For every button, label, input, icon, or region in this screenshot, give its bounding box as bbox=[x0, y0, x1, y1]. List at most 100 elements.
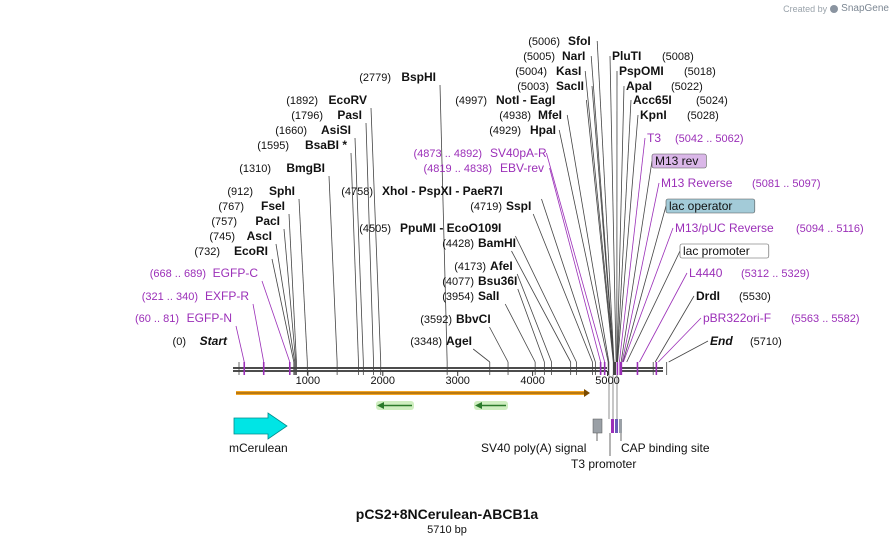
label-name: SphI bbox=[269, 184, 295, 198]
mcerulean-feature[interactable]: mCerulean bbox=[229, 412, 288, 455]
label-leader-line bbox=[532, 213, 593, 363]
label-position: (5312 .. 5329) bbox=[741, 268, 810, 280]
label-position: (5004) bbox=[515, 66, 547, 78]
site-pluti[interactable]: (5008)PluTI bbox=[609, 49, 694, 375]
label-name: End bbox=[710, 334, 733, 348]
site-ecorv[interactable]: (1892)EcoRV bbox=[286, 93, 382, 375]
site-sali[interactable]: (3954)SalI bbox=[442, 289, 536, 375]
label-name: PluTI bbox=[612, 49, 641, 63]
primer-ebv-rev[interactable]: (4819 .. 4838)EBV-rev bbox=[424, 161, 602, 375]
label-position: (1796) bbox=[291, 110, 323, 122]
m13-box[interactable] bbox=[615, 419, 618, 433]
site-xhoi-pspxi-paer7i[interactable]: (4758)XhoI - PspXI - PaeR7I bbox=[341, 184, 596, 375]
label-position: (1595) bbox=[257, 140, 289, 152]
primer-egfp-c[interactable]: (668 .. 689)EGFP-C bbox=[150, 266, 291, 375]
site-lac-operator[interactable]: lac operator bbox=[622, 198, 756, 363]
label-name: NotI - EagI bbox=[496, 93, 555, 107]
cap-binding-box[interactable] bbox=[619, 419, 622, 433]
ruler-tick-label: 2000 bbox=[371, 375, 395, 387]
label-leader-line bbox=[283, 228, 297, 363]
primer-egfp-n[interactable]: (60 .. 81)EGFP-N bbox=[135, 311, 246, 375]
label-position: (4819 .. 4838) bbox=[424, 163, 493, 175]
site-bamhi[interactable]: (4428)BamHI bbox=[442, 236, 572, 375]
site-bbvci[interactable]: (3592)BbvCI bbox=[420, 312, 509, 375]
label-name: NarI bbox=[562, 49, 585, 63]
t3-promoter-box[interactable] bbox=[611, 419, 614, 433]
site-bsphi[interactable]: (2779)BspHI bbox=[359, 70, 448, 375]
label-name: SfoI bbox=[568, 34, 591, 48]
label-name: SspI bbox=[506, 199, 531, 213]
feature-boxes: SV40 poly(A) signal CAP binding site T3 … bbox=[481, 375, 710, 471]
label-position: (912) bbox=[227, 186, 253, 198]
primer-pbr322ori-f[interactable]: (5563 .. 5582)pBR322ori-F bbox=[655, 311, 860, 375]
label-leader-line bbox=[275, 243, 296, 363]
label-leader-line bbox=[596, 40, 615, 363]
label-name: SV40pA-R bbox=[490, 146, 547, 160]
mcerulean-label: mCerulean bbox=[229, 441, 288, 455]
site-paci[interactable]: (757)PacI bbox=[211, 214, 297, 375]
label-name: MfeI bbox=[538, 108, 562, 122]
label-position: (1660) bbox=[275, 125, 307, 137]
small-arrow-1 bbox=[376, 401, 414, 410]
site-hpai[interactable]: (4929)HpaI bbox=[489, 123, 609, 375]
primer-m13-puc-reverse[interactable]: (5094 .. 5116)M13/pUC Reverse bbox=[620, 221, 864, 375]
primer-exfp-r[interactable]: (321 .. 340)EXFP-R bbox=[142, 289, 265, 375]
site-start[interactable]: (0)Start bbox=[173, 334, 240, 375]
label-position: (4873 .. 4892) bbox=[414, 148, 483, 160]
site-bsabi[interactable]: (1595)BsaBI * bbox=[257, 138, 359, 375]
site-afei[interactable]: (4173)AfeI bbox=[454, 259, 552, 375]
site-fsei[interactable]: (767)FseI bbox=[218, 199, 297, 375]
label-position: (767) bbox=[218, 201, 244, 213]
primer-sv40pa-r[interactable]: (4873 .. 4892) SV40pA-R bbox=[414, 146, 606, 375]
sequence-backbone bbox=[233, 367, 663, 372]
label-leader-line bbox=[621, 182, 660, 363]
label-position: (5024) bbox=[696, 95, 728, 107]
label-leader-line bbox=[511, 250, 572, 363]
label-leader-line bbox=[549, 167, 602, 363]
label-name: AscI bbox=[247, 229, 272, 243]
label-position: (4938) bbox=[499, 110, 531, 122]
site-apai[interactable]: (5022)ApaI bbox=[614, 79, 703, 375]
site-m13-rev[interactable]: M13 rev bbox=[620, 153, 707, 363]
primer-t3[interactable]: (5042 .. 5062)T3 bbox=[616, 131, 744, 375]
label-position: (4173) bbox=[454, 261, 486, 273]
small-arrow-2-head bbox=[475, 402, 482, 409]
label-box bbox=[665, 198, 756, 214]
site-mfei[interactable]: (4938) MfeI bbox=[499, 108, 610, 375]
label-leader-line bbox=[350, 152, 359, 363]
site-bmgbi[interactable]: (1310)BmgBI bbox=[239, 161, 338, 375]
ruler-tick-label: 1000 bbox=[296, 375, 320, 387]
label-name: M13 rev bbox=[655, 154, 698, 168]
label-position: (60 .. 81) bbox=[135, 313, 179, 325]
site-pasi[interactable]: (1796)PasI bbox=[291, 108, 374, 375]
primer-m13-reverse[interactable]: (5081 .. 5097)M13 Reverse bbox=[619, 176, 821, 375]
site-bsu36i[interactable]: (4077)Bsu36I bbox=[442, 274, 545, 375]
label-name: Start bbox=[200, 334, 228, 348]
label-name: BspHI bbox=[401, 70, 436, 84]
site-noti-eagi[interactable]: (4997)NotI - EagI bbox=[455, 93, 614, 375]
site-agei[interactable]: (3348)AgeI bbox=[410, 334, 491, 375]
label-position: (3348) bbox=[410, 336, 442, 348]
site-ppumi-ecoo109i[interactable]: (4505)PpuMI - EcoO109I bbox=[359, 221, 577, 375]
site-sspi[interactable]: (4719)SspI bbox=[470, 199, 593, 375]
mcerulean-arrow-icon[interactable] bbox=[233, 412, 288, 440]
site-end[interactable]: (5710)End bbox=[666, 334, 782, 375]
label-leader-line bbox=[261, 280, 291, 363]
site-drdi[interactable]: (5530)DrdI bbox=[652, 289, 771, 375]
site-asci[interactable]: (745)AscI bbox=[209, 229, 296, 375]
site-kasi[interactable]: (5004)KasI bbox=[515, 64, 615, 375]
sv40-polya-box[interactable] bbox=[592, 418, 603, 434]
label-name: EGFP-C bbox=[213, 266, 259, 280]
label-leader-line bbox=[541, 198, 596, 363]
site-pspomi[interactable]: (5018)PspOMI bbox=[614, 64, 716, 375]
label-leader-line bbox=[515, 235, 577, 363]
site-lac-promoter[interactable]: lac promoter bbox=[626, 243, 770, 363]
site-asisi[interactable]: (1660)AsiSI bbox=[275, 123, 364, 375]
primer-l4440[interactable]: (5312 .. 5329)L4440 bbox=[636, 266, 810, 375]
label-position: (5022) bbox=[671, 81, 703, 93]
site-sphi[interactable]: (912) SphI bbox=[227, 184, 308, 375]
label-leader-line bbox=[252, 303, 265, 363]
site-ecori[interactable]: (732)EcoRI bbox=[194, 244, 295, 375]
site-kpni[interactable]: (5028)KpnI bbox=[615, 108, 719, 375]
label-leader-line bbox=[616, 85, 625, 363]
